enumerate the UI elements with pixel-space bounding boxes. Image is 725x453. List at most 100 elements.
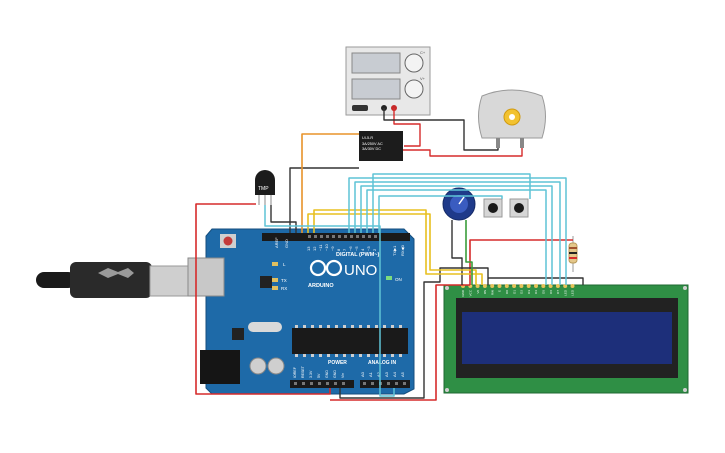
lcd-pin[interactable] — [504, 284, 509, 288]
lcd-pin[interactable] — [526, 284, 531, 288]
knob-voltage-icon[interactable] — [404, 79, 424, 99]
digital-pin-hole[interactable] — [314, 235, 317, 238]
power-pin-hole[interactable] — [326, 382, 329, 385]
analog-pin-hole[interactable] — [395, 382, 398, 385]
wire-pot-wiper[interactable] — [465, 220, 473, 285]
digital-pin-hole[interactable] — [326, 235, 329, 238]
analog-pin-label: A0 — [360, 371, 365, 377]
resistor[interactable] — [568, 236, 578, 272]
knob-current-icon[interactable] — [404, 53, 424, 73]
relay[interactable]: UI-5-R 3A/250V AC 3A/30V DC — [359, 131, 403, 161]
lcd-pin[interactable] — [534, 284, 538, 288]
lcd-pin-label: D3 — [527, 290, 531, 294]
label-v: V+ — [420, 76, 426, 81]
lcd-pin-label: D0 — [505, 290, 509, 294]
wire-e[interactable] — [313, 209, 483, 285]
power-pin-hole[interactable] — [294, 382, 297, 385]
lcd-pin[interactable] — [490, 284, 495, 288]
lcd-pin[interactable] — [497, 284, 502, 288]
aref-label: AREF — [274, 237, 279, 248]
wire-psu-relay[interactable] — [393, 108, 421, 147]
arduino-board[interactable]: UNO ARDUINO DIGITAL (PWM~) AREF GND TX▶1… — [187, 228, 415, 395]
lcd-pin[interactable] — [512, 284, 517, 288]
lcd-pin-label: D2 — [520, 290, 524, 294]
digital-pin-hole[interactable] — [350, 235, 353, 238]
digital-pin-label: ~3 — [366, 246, 371, 251]
lcd-pin-label: VCC — [469, 289, 473, 296]
power-header — [290, 380, 354, 388]
digital-pin-hole[interactable] — [338, 235, 341, 238]
display-current — [351, 52, 401, 74]
lcd-pin-label: RS — [483, 290, 487, 294]
relay-label-3: 3A/30V DC — [362, 147, 381, 151]
push-button-2[interactable] — [509, 198, 529, 218]
wire-psu-motor-gnd[interactable] — [383, 108, 499, 151]
analog-pin-hole[interactable] — [363, 382, 366, 385]
lcd-pin-label: D4 — [534, 290, 538, 294]
wire-5v-lcd[interactable] — [330, 284, 470, 401]
wire-d4[interactable] — [366, 189, 547, 285]
power-supply[interactable]: C+ V+ — [345, 46, 431, 116]
regulator — [232, 328, 244, 340]
gear-center — [509, 114, 515, 120]
lcd-pin-label: D6 — [549, 290, 553, 294]
tx-arrow-label: TX▶1 — [392, 245, 397, 256]
analog-label: ANALOG IN — [368, 360, 396, 366]
power-pin-hole[interactable] — [318, 382, 321, 385]
motor-lead-1 — [496, 138, 500, 148]
lcd-pin[interactable] — [541, 284, 546, 288]
digital-pin-hole[interactable] — [356, 235, 359, 238]
power-switch[interactable] — [352, 105, 368, 111]
digital-pin-hole[interactable] — [368, 235, 371, 238]
usb-plug-body — [70, 262, 152, 298]
usb-cable[interactable] — [36, 262, 189, 298]
digital-pin-hole[interactable] — [308, 235, 311, 238]
wire-gnd-temp[interactable] — [270, 205, 297, 233]
reset-button-cap[interactable] — [223, 236, 233, 246]
wire-gnd-relay[interactable] — [289, 167, 359, 233]
analog-pin-hole[interactable] — [403, 382, 406, 385]
wire-gnd-lcd[interactable] — [339, 267, 489, 399]
push-button-1[interactable] — [483, 198, 503, 218]
wire-relay-signal[interactable] — [301, 133, 359, 233]
wire-button-2[interactable] — [372, 173, 531, 233]
power-pin-hole[interactable] — [334, 382, 337, 385]
lcd-pin-label: D5 — [542, 290, 546, 294]
lcd-pin[interactable] — [519, 284, 524, 288]
wire-button-1[interactable] — [378, 195, 503, 233]
power-pin-hole[interactable] — [342, 382, 345, 385]
digital-pin-hole[interactable] — [362, 235, 365, 238]
lcd-pin[interactable] — [555, 284, 560, 288]
wire-temp-analog[interactable] — [264, 205, 395, 397]
analog-pin-hole[interactable] — [371, 382, 374, 385]
digital-pin-hole[interactable] — [344, 235, 347, 238]
wire-gnd-led[interactable] — [488, 277, 584, 285]
lcd-pin[interactable] — [482, 284, 487, 288]
lcd-pin[interactable] — [570, 284, 575, 288]
label-c: C+ — [420, 50, 426, 55]
wire-d7[interactable] — [348, 177, 567, 285]
wire-d5[interactable] — [360, 185, 553, 285]
rx-label: RX — [281, 286, 287, 291]
wire-relay-motor[interactable] — [403, 148, 523, 157]
analog-pin-label: A5 — [400, 371, 405, 377]
analog-pin-hole[interactable] — [387, 382, 390, 385]
potentiometer[interactable] — [442, 187, 476, 221]
capacitor-1 — [249, 357, 267, 375]
power-pin-label: GND — [333, 370, 337, 378]
temp-sensor[interactable]: TMP — [255, 170, 275, 205]
wire-d6[interactable] — [354, 181, 561, 285]
power-pin-label: RESET — [301, 365, 305, 378]
dc-motor[interactable] — [478, 89, 546, 148]
wire-rs[interactable] — [307, 213, 477, 285]
digital-pin-hole[interactable] — [332, 235, 335, 238]
power-pin-hole[interactable] — [310, 382, 313, 385]
digital-pin-hole[interactable] — [374, 235, 377, 238]
digital-pin-hole[interactable] — [320, 235, 323, 238]
power-pin-hole[interactable] — [302, 382, 305, 385]
wire-pot-gnd[interactable] — [451, 220, 463, 285]
digital-pin-label: ~10 — [324, 243, 329, 251]
wire-5v-temp[interactable] — [195, 203, 331, 395]
